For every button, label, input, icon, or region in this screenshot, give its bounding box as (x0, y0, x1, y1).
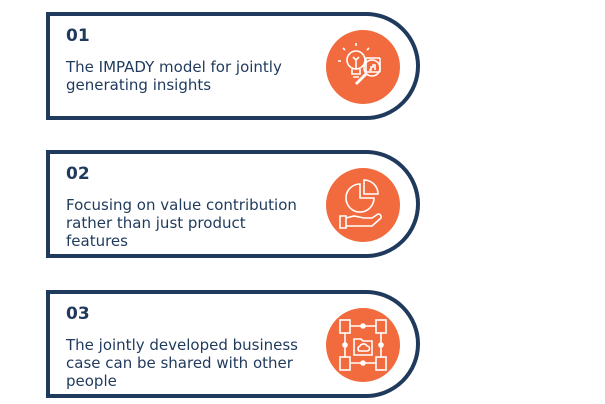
item-card-2: 02 Focusing on value contribution rather… (46, 150, 420, 258)
item-number: 03 (66, 304, 90, 324)
hand-pie-chart-icon (326, 168, 400, 242)
item-number: 02 (66, 164, 90, 184)
item-number: 01 (66, 26, 90, 46)
network-documents-cloud-icon (326, 308, 400, 382)
item-text: The IMPADY model for jointly generating … (66, 58, 282, 94)
item-text: Focusing on value contribution rather th… (66, 196, 297, 250)
lightbulb-magnifier-chart-icon (326, 30, 400, 104)
item-card-1: 01 The IMPADY model for jointly generati… (46, 12, 420, 120)
item-text: The jointly developed business case can … (66, 336, 298, 390)
item-card-3: 03 The jointly developed business case c… (46, 290, 420, 398)
